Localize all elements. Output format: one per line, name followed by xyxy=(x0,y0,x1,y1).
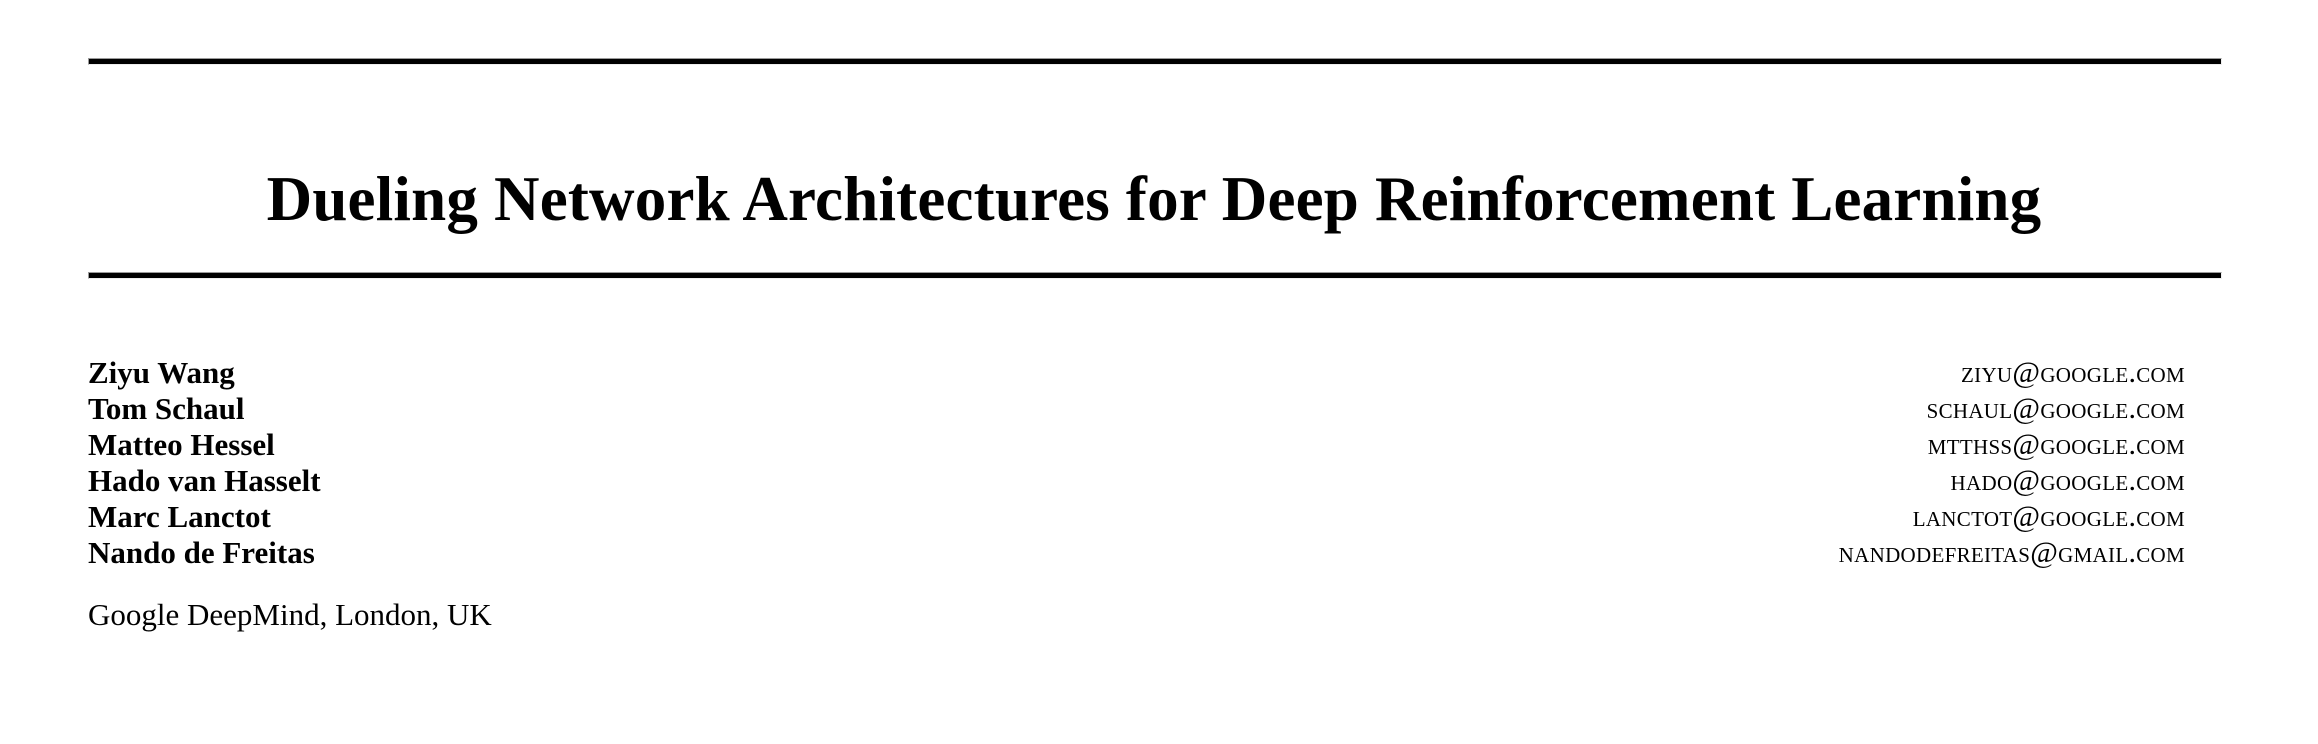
author-email[interactable]: HADO@GOOGLE.COM xyxy=(1950,464,2185,497)
author-name: Marc Lanctot xyxy=(88,499,271,534)
title-top-rule xyxy=(88,58,2222,65)
author-email[interactable]: SCHAUL@GOOGLE.COM xyxy=(1926,392,2185,425)
author-row: Ziyu Wang ZIYU@GOOGLE.COM xyxy=(88,355,2220,391)
author-name: Matteo Hessel xyxy=(88,427,275,462)
author-email[interactable]: MTTHSS@GOOGLE.COM xyxy=(1927,428,2185,461)
author-email[interactable]: ZIYU@GOOGLE.COM xyxy=(1961,356,2185,389)
author-row: Tom Schaul SCHAUL@GOOGLE.COM xyxy=(88,391,2220,427)
affiliation-text: Google DeepMind, London, UK xyxy=(88,597,492,632)
author-name: Nando de Freitas xyxy=(88,535,315,570)
author-list: Ziyu Wang ZIYU@GOOGLE.COM Tom Schaul SCH… xyxy=(88,355,2220,571)
author-email[interactable]: NANDODEFREITAS@GMAIL.COM xyxy=(1838,536,2185,569)
title-bottom-rule xyxy=(88,272,2222,279)
author-email[interactable]: LANCTOT@GOOGLE.COM xyxy=(1912,500,2185,533)
content-column: Dueling Network Architectures for Deep R… xyxy=(88,0,2222,744)
author-row: Hado van Hasselt HADO@GOOGLE.COM xyxy=(88,463,2220,499)
author-name: Hado van Hasselt xyxy=(88,463,321,498)
author-row: Marc Lanctot LANCTOT@GOOGLE.COM xyxy=(88,499,2220,535)
author-row: Matteo Hessel MTTHSS@GOOGLE.COM xyxy=(88,427,2220,463)
author-name: Ziyu Wang xyxy=(88,355,235,390)
page-title: Dueling Network Architectures for Deep R… xyxy=(266,164,2042,235)
affiliation-row: Google DeepMind, London, UK xyxy=(88,595,2220,635)
author-row: Nando de Freitas NANDODEFREITAS@GMAIL.CO… xyxy=(88,535,2220,571)
title-block: Dueling Network Architectures for Deep R… xyxy=(88,120,2220,278)
author-name: Tom Schaul xyxy=(88,391,245,426)
